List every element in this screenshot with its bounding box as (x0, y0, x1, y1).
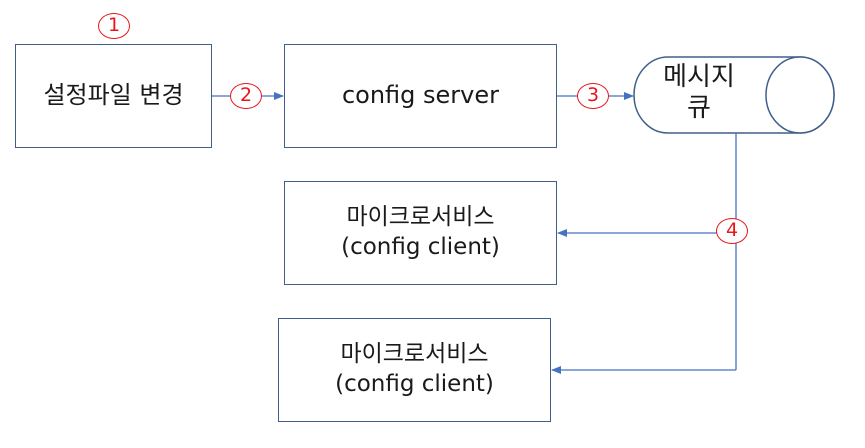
config-change-box: 설정파일 변경 (15, 44, 212, 148)
message-queue-label: 메시지 큐 (640, 62, 758, 124)
microservice-1-name: 마이크로서비스 (346, 204, 495, 231)
message-queue-cylinder (633, 56, 835, 134)
config-server-box: config server (284, 44, 557, 148)
step-marker-2: 2 (230, 83, 262, 109)
step-marker-3: 3 (577, 83, 609, 109)
microservice-1-role: (config client) (341, 234, 500, 260)
microservice-2-name: 마이크로서비스 (340, 341, 489, 368)
config-server-label: config server (341, 81, 500, 110)
config-change-label: 설정파일 변경 (43, 81, 184, 110)
microservice-2-role: (config client) (335, 371, 494, 397)
message-queue-label-line2: 큐 (687, 93, 711, 124)
step-marker-1: 1 (98, 13, 130, 39)
step-marker-4: 4 (716, 218, 748, 244)
microservice-1-box: 마이크로서비스 (config client) (284, 181, 557, 285)
message-queue-label-line1: 메시지 (663, 62, 735, 92)
microservice-2-box: 마이크로서비스 (config client) (278, 318, 551, 422)
